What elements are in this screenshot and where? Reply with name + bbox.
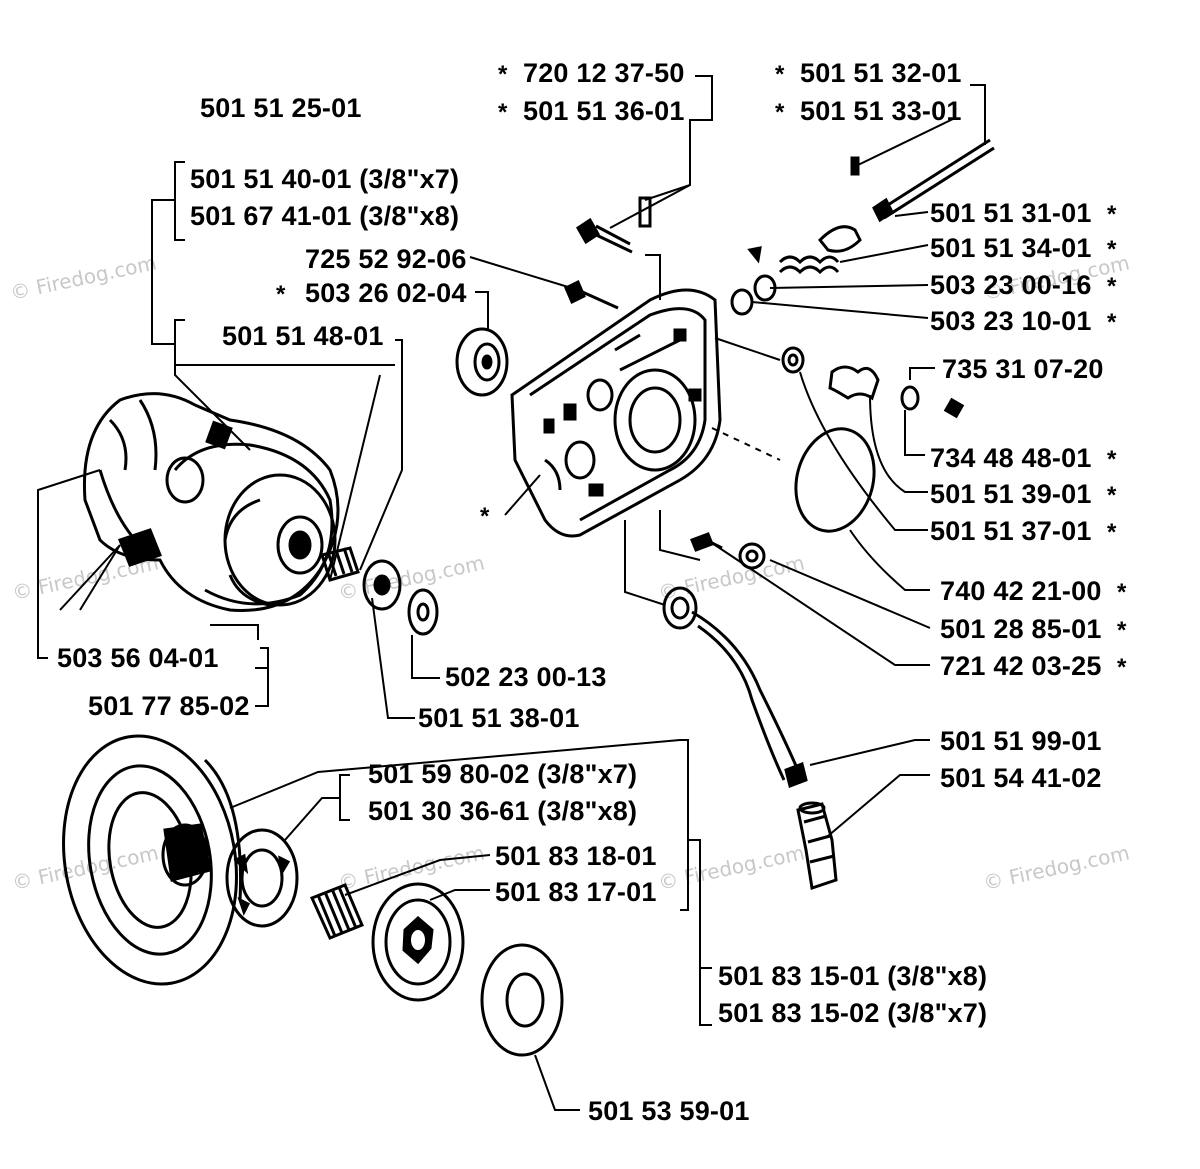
asterisk: * <box>775 99 785 126</box>
rim-sprocket-drawing <box>225 828 299 928</box>
oil-pump-parts-drawing <box>781 346 965 419</box>
part-label: 501 67 41-01 (3/8"x8) <box>190 201 459 231</box>
leader-lines <box>37 75 986 1111</box>
watermark: © Firedog.com <box>8 250 158 304</box>
part-label: 721 42 03-25 <box>940 651 1102 681</box>
asterisk: * <box>1107 519 1117 546</box>
part-label: 501 51 99-01 <box>940 726 1102 756</box>
asterisk: * <box>1107 482 1117 509</box>
part-label: 740 42 21-00 <box>940 576 1102 606</box>
part-label: 501 54 41-02 <box>940 763 1102 793</box>
clutch-assembly-drawing <box>82 392 340 612</box>
asterisk: * <box>498 61 508 88</box>
part-label: 501 51 38-01 <box>418 703 580 733</box>
part-label: 501 51 39-01 <box>930 479 1092 509</box>
part-label: 503 23 10-01 <box>930 306 1092 336</box>
fitting-drawing <box>690 532 766 570</box>
asterisk: * <box>1107 201 1117 228</box>
part-label: 501 28 85-01 <box>940 614 1102 644</box>
bolt-drawing <box>564 279 619 310</box>
watermark: © Firedog.com <box>656 840 806 894</box>
part-label: 501 51 31-01 <box>930 198 1092 228</box>
part-label: 501 51 33-01 <box>800 96 962 126</box>
asterisk: * <box>1117 654 1127 681</box>
part-label: 503 26 02-04 <box>305 278 467 308</box>
screw-drawing <box>576 196 652 254</box>
clutch-drum-drawing <box>62 734 243 986</box>
part-label: 501 77 85-02 <box>88 691 250 721</box>
washer-drawing <box>480 943 564 1057</box>
bearing-drawing <box>309 883 364 940</box>
part-label: 501 51 34-01 <box>930 233 1092 263</box>
part-label: 503 23 00-16 <box>930 270 1092 300</box>
part-label: 501 51 25-01 <box>200 93 362 123</box>
asterisk: * <box>480 503 490 530</box>
part-label: 501 83 15-02 (3/8"x7) <box>718 998 987 1028</box>
part-labels: 501 51 25-01 501 51 40-01 (3/8"x7) 501 6… <box>57 58 1127 1126</box>
part-label: 501 51 32-01 <box>800 58 962 88</box>
asterisk: * <box>1107 309 1117 336</box>
part-label: 735 31 07-20 <box>942 354 1104 384</box>
asterisk: * <box>1107 236 1117 263</box>
part-label: 501 30 36-61 (3/8"x8) <box>368 796 637 826</box>
part-label: 501 83 18-01 <box>495 841 657 871</box>
part-label: 501 83 17-01 <box>495 877 657 907</box>
part-label: 501 51 40-01 (3/8"x7) <box>190 164 459 194</box>
oil-hose-drawing <box>662 586 808 788</box>
asterisk: * <box>1117 579 1127 606</box>
asterisk: * <box>1117 617 1127 644</box>
watermark: © Firedog.com <box>981 840 1131 894</box>
strainer-drawing <box>796 801 838 890</box>
asterisk: * <box>276 281 286 308</box>
part-label: 501 59 80-02 (3/8"x7) <box>368 759 637 789</box>
seal-ring-drawing <box>455 327 509 397</box>
part-label: 501 51 37-01 <box>930 516 1092 546</box>
needle-bearing-drawing <box>320 546 439 636</box>
asterisk: * <box>775 61 785 88</box>
part-label: 734 48 48-01 <box>930 443 1092 473</box>
asterisk: * <box>498 99 508 126</box>
watermark: © Firedog.com <box>336 840 486 894</box>
watermark: © Firedog.com <box>10 840 160 894</box>
asterisk: * <box>1107 273 1117 300</box>
o-ring-drawing <box>794 427 876 533</box>
part-label: 503 56 04-01 <box>57 643 219 673</box>
part-label: 501 53 59-01 <box>588 1096 750 1126</box>
asterisk: * <box>1107 446 1117 473</box>
part-label: 725 52 92-06 <box>305 244 467 274</box>
part-label: 720 12 37-50 <box>523 58 685 88</box>
sprocket-drawing <box>371 882 465 1002</box>
part-label: 501 51 48-01 <box>222 321 384 351</box>
part-label: 501 83 15-01 (3/8"x8) <box>718 961 987 991</box>
housing-drawing <box>510 288 722 538</box>
part-label: 501 51 36-01 <box>523 96 685 126</box>
part-label: 502 23 00-13 <box>445 662 607 692</box>
